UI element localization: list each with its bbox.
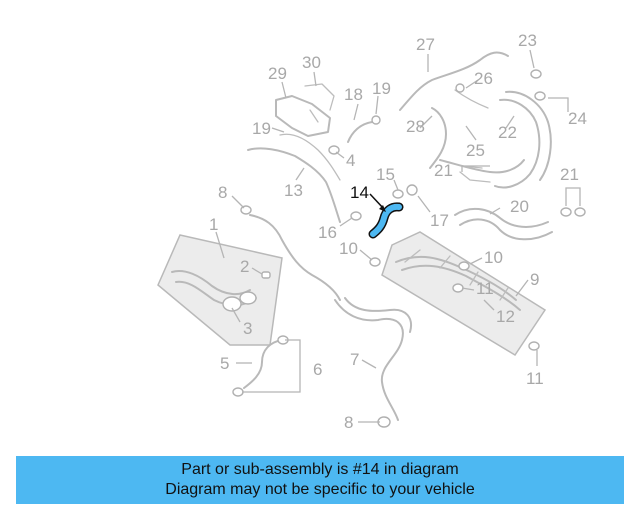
part-25-hose bbox=[439, 159, 525, 174]
part-23-clamp bbox=[530, 69, 542, 79]
part-10a-clamp bbox=[369, 257, 381, 267]
label-part-11-upper: 11 bbox=[476, 279, 494, 298]
part-26-pipe bbox=[454, 89, 489, 109]
part-14-hose-fill bbox=[370, 203, 402, 237]
label-part-24: 24 bbox=[568, 109, 587, 128]
label-part-12: 12 bbox=[496, 307, 515, 326]
label-part-8-top: 8 bbox=[218, 183, 227, 202]
part-19-pipe bbox=[279, 133, 341, 181]
info-banner: Part or sub-assembly is #14 in diagram D… bbox=[16, 456, 624, 504]
part-28-pipe bbox=[429, 107, 447, 169]
part-16-clamp bbox=[350, 211, 362, 221]
label-part-26: 26 bbox=[474, 69, 493, 88]
part-9-panel bbox=[381, 231, 547, 357]
label-part-11-lower: 11 bbox=[526, 369, 544, 388]
part-7-hose-b bbox=[344, 297, 412, 333]
part-22-hose-b bbox=[505, 90, 552, 181]
leader-lines bbox=[215, 49, 581, 423]
part-18-hose bbox=[347, 121, 373, 143]
label-part-14[interactable]: 14 bbox=[350, 183, 369, 202]
part-6-clamp-bottom bbox=[232, 387, 244, 397]
label-part-28: 28 bbox=[406, 117, 425, 136]
part-9-bracket bbox=[404, 249, 509, 301]
banner-line-part: Part or sub-assembly is #14 in diagram bbox=[181, 461, 459, 478]
part-22-hose bbox=[494, 98, 541, 189]
part-13-hose bbox=[249, 214, 341, 301]
label-part-17: 17 bbox=[430, 211, 449, 230]
part-7-hose bbox=[334, 299, 404, 421]
part-3-clamp bbox=[222, 296, 242, 312]
part-13-hose-upper bbox=[247, 147, 341, 223]
part-20-hose bbox=[454, 207, 553, 241]
part-21b-clamp-2 bbox=[574, 207, 586, 217]
label-part-23: 23 bbox=[518, 31, 537, 50]
part-17-connector bbox=[406, 184, 418, 196]
part-29-bracket bbox=[275, 95, 331, 137]
part-2-clip bbox=[261, 271, 271, 279]
label-part-25: 25 bbox=[466, 141, 485, 160]
part-11a-clamp bbox=[452, 283, 464, 293]
label-part-5: 5 bbox=[220, 354, 229, 373]
part-5-hose bbox=[243, 339, 283, 389]
label-part-8-bottom: 8 bbox=[344, 413, 353, 432]
label-part-10-left: 10 bbox=[339, 239, 358, 258]
label-part-21-center: 21 bbox=[434, 161, 453, 180]
label-part-19-top: 19 bbox=[372, 79, 391, 98]
part-19b-clamp bbox=[371, 115, 381, 125]
label-part-9: 9 bbox=[530, 270, 539, 289]
label-part-20: 20 bbox=[510, 197, 529, 216]
label-part-30: 30 bbox=[302, 53, 321, 72]
label-part-22: 22 bbox=[498, 123, 517, 142]
label-part-18: 18 bbox=[344, 85, 363, 104]
label-part-29: 29 bbox=[268, 64, 287, 83]
label-part-1: 1 bbox=[209, 215, 218, 234]
label-part-7: 7 bbox=[350, 350, 359, 369]
label-part-3: 3 bbox=[243, 319, 252, 338]
label-part-10-right: 10 bbox=[484, 248, 503, 267]
label-part-13: 13 bbox=[284, 181, 303, 200]
part-21b-clamp bbox=[560, 207, 572, 217]
part-15-clamp bbox=[392, 189, 404, 199]
part-26-clamp bbox=[455, 83, 465, 93]
label-part-15: 15 bbox=[376, 165, 395, 184]
parts-diagram: 1 2 3 4 5 6 7 8 8 9 10 10 11 11 12 13 14… bbox=[157, 31, 587, 432]
label-part-27: 27 bbox=[416, 35, 435, 54]
banner-line-disclaimer: Diagram may not be specific to your vehi… bbox=[165, 481, 475, 498]
part-11b-clamp bbox=[528, 341, 540, 351]
leader-14-arrowhead bbox=[379, 205, 386, 212]
label-part-21-right: 21 bbox=[560, 165, 579, 184]
part-27-hose bbox=[399, 51, 509, 111]
label-part-4: 4 bbox=[346, 151, 355, 170]
part-30-bracket bbox=[304, 83, 335, 123]
label-part-16: 16 bbox=[318, 223, 337, 242]
label-part-2: 2 bbox=[240, 257, 249, 276]
label-part-6: 6 bbox=[313, 360, 322, 379]
part-1-port bbox=[239, 291, 257, 305]
part-10b-clamp bbox=[458, 261, 470, 271]
part-24-clamp bbox=[534, 91, 546, 101]
label-part-19-left: 19 bbox=[252, 119, 271, 138]
